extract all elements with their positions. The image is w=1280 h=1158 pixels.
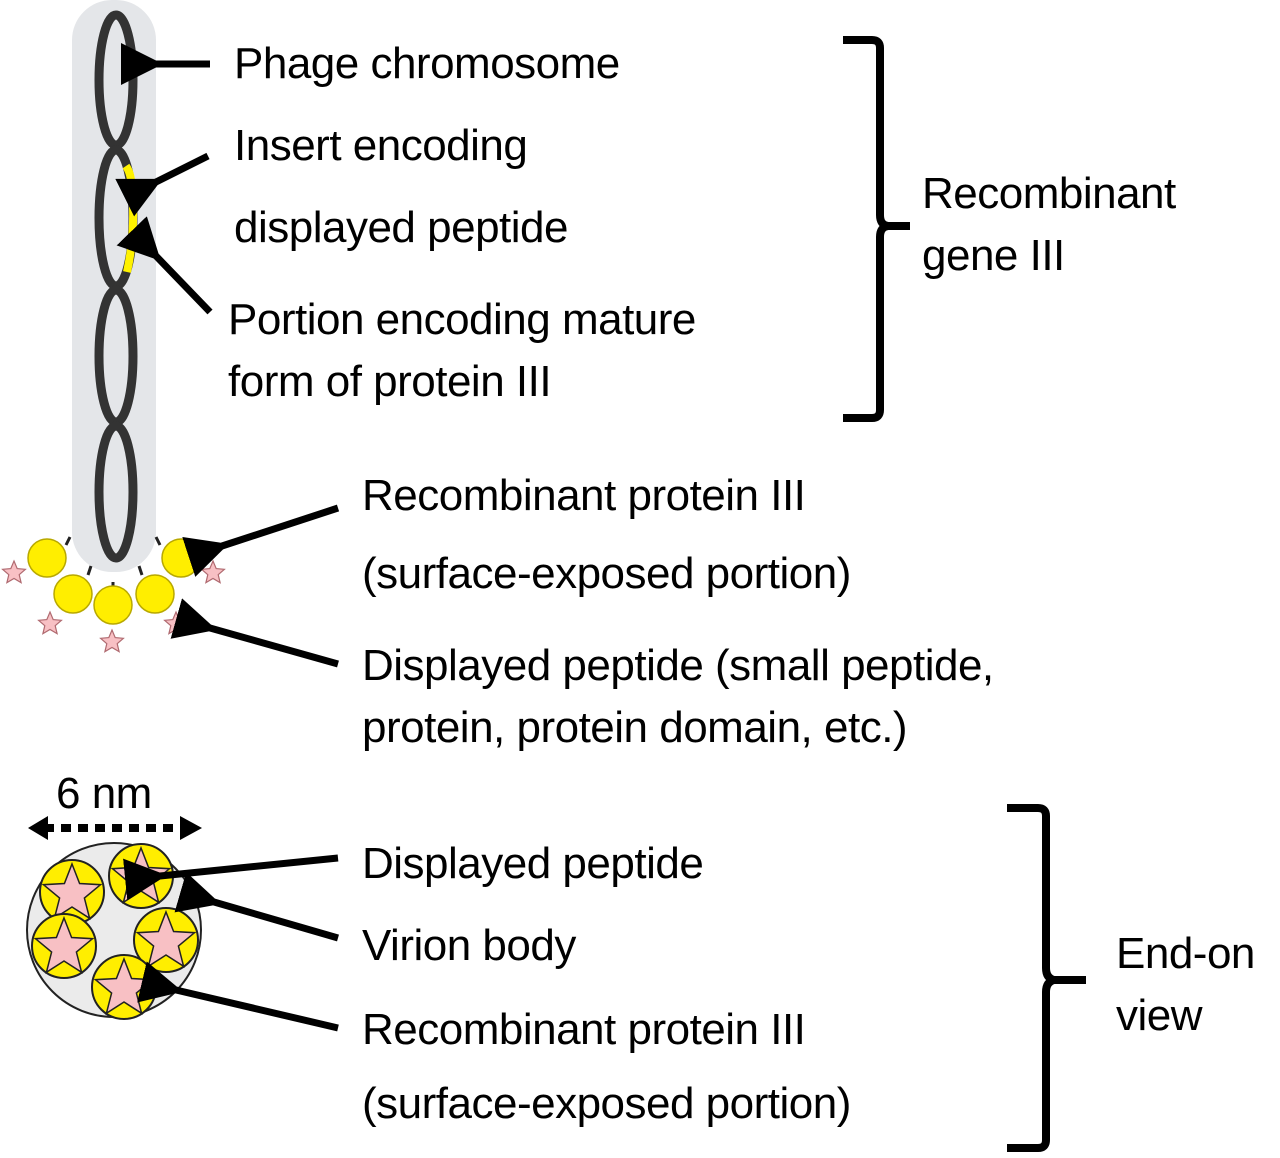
bracket-recombinant-gene3 — [843, 36, 910, 422]
arrow-insert — [115, 152, 210, 217]
label-scale-6nm: 6 nm — [56, 769, 152, 818]
label-recomb-protein-line2: (surface-exposed portion) — [362, 549, 851, 598]
scale-bar-6nm — [28, 816, 202, 840]
arrow-end-virion-body — [174, 872, 339, 942]
protein-iii — [93, 585, 133, 625]
label-end-recomb-protein-line1: Recombinant protein III — [362, 1005, 806, 1054]
arrow-portion — [116, 216, 213, 315]
side-proteins — [1, 536, 226, 653]
label-end-recomb-protein-line2: (surface-exposed portion) — [362, 1079, 851, 1128]
label-portion-line1: Portion encoding mature — [228, 295, 696, 344]
end-on-peptide-star-icon — [41, 861, 103, 920]
label-displayed-peptide-line2: protein, protein domain, etc.) — [362, 703, 908, 752]
label-end-virion-body: Virion body — [362, 921, 576, 970]
label-view: view — [1116, 991, 1203, 1040]
insert-pink-segment — [127, 179, 137, 207]
label-gene3: gene III — [922, 231, 1065, 280]
end-on-peptide-star-icon — [33, 915, 95, 974]
gene3-yellow-segment-top — [122, 163, 135, 181]
label-end-on: End-on — [1116, 929, 1255, 978]
arrow-recomb-protein — [182, 504, 340, 577]
protein-iii — [135, 574, 175, 614]
label-displayed-peptide-line1: Displayed peptide (small peptide, — [362, 641, 994, 690]
arrow-end-displayed-peptide — [123, 854, 339, 901]
arrow-end-recomb-protein — [137, 961, 339, 1032]
arrow-displayed-peptide — [170, 598, 339, 668]
arrows-side — [115, 43, 340, 668]
label-recomb-protein-line1: Recombinant protein III — [362, 471, 806, 520]
peptide-star-icon — [37, 610, 63, 635]
label-end-displayed-peptide: Displayed peptide — [362, 839, 704, 888]
peptide-star-icon — [163, 610, 189, 635]
label-portion-line2: form of protein III — [228, 357, 552, 406]
label-insert-line2: displayed peptide — [234, 203, 568, 252]
label-insert-line1: Insert encoding — [234, 121, 528, 170]
label-phage-chromosome: Phage chromosome — [234, 39, 620, 88]
arrows-end — [123, 854, 339, 1032]
bracket-end-on-view — [1007, 804, 1086, 1152]
peptide-star-icon — [99, 628, 125, 653]
label-recombinant: Recombinant — [922, 169, 1176, 218]
protein-iii — [27, 538, 67, 578]
protein-iii — [53, 574, 93, 614]
peptide-star-icon — [200, 559, 226, 584]
end-on-peptide-star-icon — [135, 909, 197, 968]
peptide-star-icon — [1, 559, 27, 584]
protein-iii — [161, 538, 201, 578]
